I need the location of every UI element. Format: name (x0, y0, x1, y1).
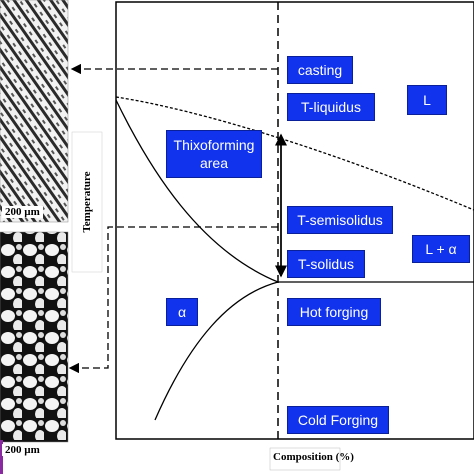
label-t-liquidus: T-liquidus (287, 93, 375, 121)
solvus-curve (154, 281, 279, 421)
liquidus-curve (115, 96, 474, 211)
plot-frame (115, 1, 474, 440)
x-axis-label-frame (269, 447, 341, 471)
micrograph-globular (0, 231, 69, 474)
scale-label-top: 200 µm (2, 206, 43, 218)
label-t-semisolidus: T-semisolidus (287, 206, 393, 234)
micrograph-dendritic (0, 0, 69, 223)
label-cold-forging: Cold Forging (287, 406, 389, 434)
label-alpha: α (166, 298, 198, 326)
label-casting: casting (287, 56, 353, 84)
label-hot-forging: Hot forging (287, 298, 381, 326)
label-thixoforming-line1: Thixoforming (173, 137, 255, 153)
label-t-solidus: T-solidus (287, 250, 365, 278)
solidus-curve (115, 99, 279, 283)
label-l: L (407, 85, 447, 115)
label-l-alpha: L + α (412, 235, 470, 263)
scale-label-bottom: 200 µm (2, 444, 43, 456)
y-axis-label: Temperature (81, 171, 93, 233)
label-thixoforming: Thixoforming area (166, 130, 262, 178)
y-axis-panel (71, 131, 103, 273)
leader-arrow-bottom (68, 226, 278, 374)
x-axis-label: Composition (%) (273, 451, 354, 463)
label-thixoforming-line2: area (199, 155, 229, 171)
